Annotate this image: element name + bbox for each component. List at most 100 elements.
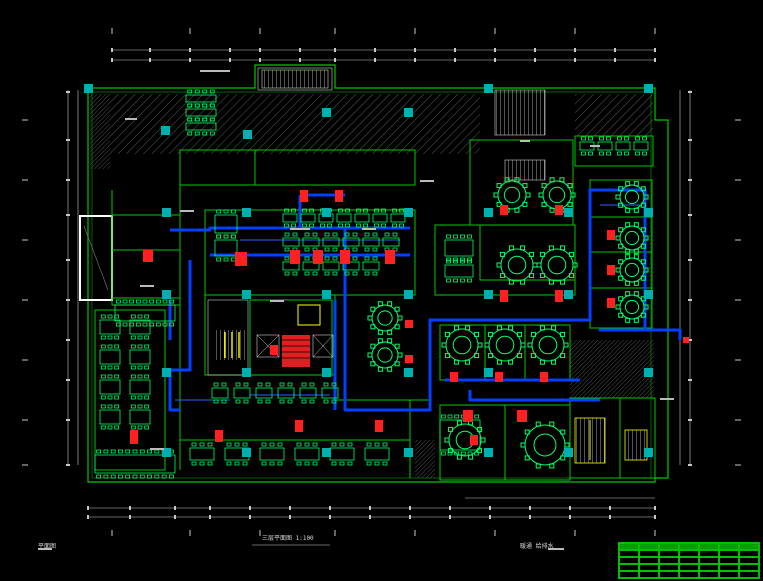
column — [322, 368, 331, 377]
title-block-cell — [699, 564, 719, 571]
chair — [284, 256, 290, 261]
chair — [618, 259, 624, 265]
title-block-cell — [639, 557, 659, 564]
chair — [599, 136, 604, 141]
bottom-right-note: 暖通 给排水 — [520, 543, 554, 550]
title-block-cell — [699, 543, 719, 550]
chair — [344, 232, 350, 237]
title-block — [618, 542, 760, 579]
chair — [640, 202, 646, 208]
chair — [100, 404, 106, 409]
chair — [135, 322, 141, 327]
chair — [456, 454, 462, 460]
column — [484, 448, 493, 457]
title-block-cell — [639, 564, 659, 571]
chair — [168, 474, 174, 479]
chair — [381, 223, 386, 228]
title-block-cell — [699, 550, 719, 557]
chair — [394, 324, 400, 330]
chair — [137, 365, 143, 370]
column — [644, 84, 653, 93]
chair — [301, 382, 307, 387]
dimension-tick — [688, 91, 692, 93]
chair — [234, 442, 240, 447]
chair — [137, 344, 143, 349]
chair — [446, 278, 451, 283]
ac-unit — [450, 372, 458, 382]
dimension-tick — [494, 48, 496, 52]
dimension-tick — [574, 48, 576, 52]
chair — [312, 461, 318, 466]
chair — [162, 322, 168, 327]
ac-unit — [270, 345, 278, 355]
dining-table — [354, 213, 370, 223]
chair — [624, 151, 629, 156]
chair — [100, 365, 106, 370]
chair — [209, 103, 215, 108]
chair — [618, 227, 624, 233]
chair — [640, 227, 646, 233]
round-table — [531, 328, 565, 362]
chair — [302, 208, 307, 213]
ac-unit — [300, 190, 308, 202]
chair — [107, 425, 113, 430]
chair — [137, 395, 143, 400]
chair — [331, 399, 337, 404]
chair — [209, 89, 215, 94]
column — [84, 84, 93, 93]
chair — [520, 442, 526, 448]
chair — [374, 442, 380, 447]
chair — [522, 183, 528, 189]
chair — [633, 207, 639, 213]
title-block-cell — [639, 550, 659, 557]
chair — [447, 426, 453, 432]
title-block-cell — [719, 550, 739, 557]
chair — [312, 232, 318, 237]
chair — [606, 151, 611, 156]
dimension-tick — [569, 506, 571, 510]
chair — [125, 474, 131, 479]
chair — [635, 136, 640, 141]
dimension-tick — [299, 58, 301, 62]
chair — [191, 442, 197, 447]
chair — [572, 262, 578, 268]
round-table-top — [533, 433, 557, 457]
chair — [496, 359, 502, 365]
column — [322, 108, 331, 117]
round-table-top — [507, 255, 527, 275]
chair — [202, 103, 208, 108]
chair — [144, 314, 150, 319]
chair — [352, 271, 358, 276]
dimension-tick — [688, 339, 692, 341]
chair — [382, 461, 388, 466]
chair — [202, 131, 208, 136]
dimension-tick — [494, 58, 496, 62]
chair — [139, 449, 145, 454]
chair — [242, 442, 248, 447]
chair — [520, 342, 526, 348]
chair — [137, 404, 143, 409]
chair — [446, 259, 451, 264]
column — [484, 84, 493, 93]
chair — [352, 232, 358, 237]
round-table-top — [624, 262, 640, 278]
chair — [137, 425, 143, 430]
chair — [243, 382, 249, 387]
column — [162, 208, 171, 217]
chair — [615, 267, 621, 273]
dining-table — [129, 349, 151, 365]
dimension-tick — [289, 506, 291, 510]
chair — [381, 208, 386, 213]
dimension-lines — [67, 49, 691, 518]
chair — [345, 223, 350, 228]
ac-unit — [683, 337, 689, 343]
chair — [114, 404, 120, 409]
chair — [618, 312, 624, 318]
chair — [599, 151, 604, 156]
chair — [207, 461, 213, 466]
chair — [284, 247, 290, 252]
chair — [399, 208, 404, 213]
round-tables — [367, 177, 649, 469]
column — [404, 290, 413, 299]
dimension-tick — [534, 58, 536, 62]
